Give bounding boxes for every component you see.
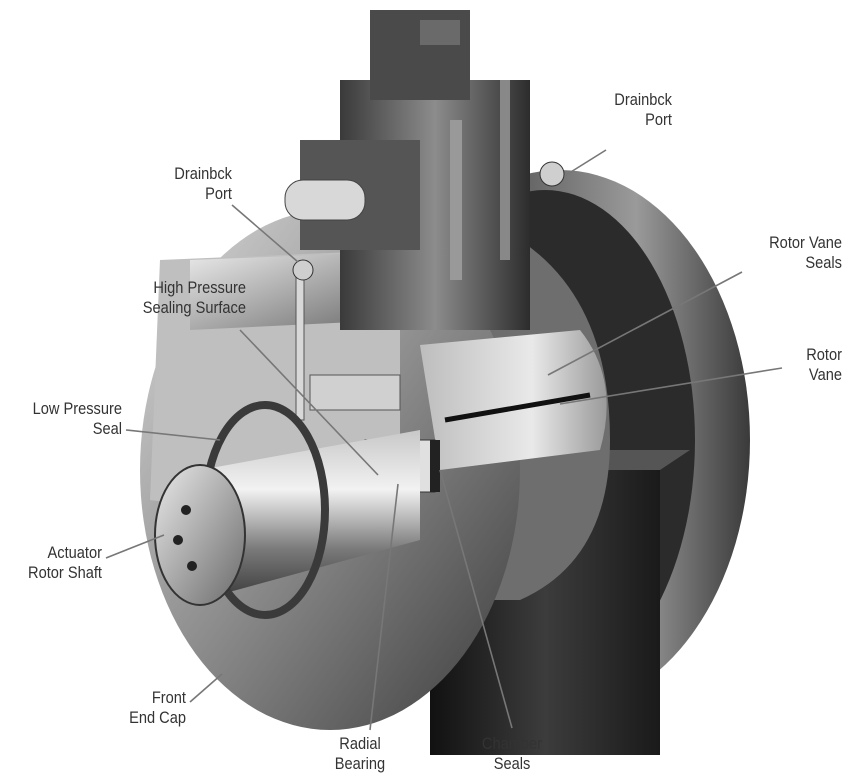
- label-rotor-vane-seals: Rotor Vane Seals: [769, 233, 842, 272]
- rotor-vane-seal-groove: [444, 392, 591, 423]
- drainback-fitting-top: [539, 161, 565, 187]
- servo-valve-rod-2: [500, 80, 510, 260]
- leader-actuator-rotor-shaft: [105, 534, 165, 559]
- label-rotor-vane: Rotor Vane: [806, 345, 842, 384]
- shaft-hole-3: [187, 561, 197, 571]
- rotor-shaft-end: [154, 464, 246, 606]
- leader-rotor-vane-seals: [547, 271, 743, 376]
- elbow-fitting: [284, 179, 366, 221]
- label-high-pressure-sealing-surface: High Pressure Sealing Surface: [142, 278, 246, 317]
- shaft-hole-2: [173, 535, 183, 545]
- label-chamber-seals: Chamber Seals: [481, 734, 543, 773]
- leader-drainback-port-left: [231, 204, 299, 263]
- shaft-hole-1: [181, 505, 191, 515]
- rotor-vane: [420, 330, 607, 470]
- sealing-block: [309, 374, 401, 411]
- leader-drainback-port-top: [565, 149, 607, 176]
- drainback-fitting-left: [292, 259, 314, 281]
- leader-high-pressure-sealing-surface: [239, 329, 379, 476]
- label-drainback-port-left: Drainbck Port: [174, 164, 232, 203]
- label-radial-bearing: Radial Bearing: [334, 734, 386, 773]
- leader-rotor-vane: [559, 367, 783, 405]
- servo-valve-cap: [420, 20, 460, 45]
- servo-valve-rod-1: [450, 120, 462, 280]
- leader-radial-bearing: [369, 483, 399, 731]
- leader-chamber-seals: [439, 469, 513, 729]
- leader-lines: [105, 149, 783, 731]
- label-actuator-rotor-shaft: Actuator Rotor Shaft: [28, 543, 102, 582]
- chamber-seal-band: [430, 440, 440, 492]
- label-drainback-port-top: Drainbck Port: [614, 90, 672, 129]
- leader-low-pressure-seal: [125, 429, 221, 441]
- rotor-shaft: [200, 430, 420, 600]
- leader-front-end-cap: [189, 673, 223, 703]
- label-low-pressure-seal: Low Pressure Seal: [32, 399, 122, 438]
- actuator-body: [140, 10, 750, 755]
- label-front-end-cap: Front End Cap: [129, 688, 186, 727]
- drain-tube: [295, 269, 305, 421]
